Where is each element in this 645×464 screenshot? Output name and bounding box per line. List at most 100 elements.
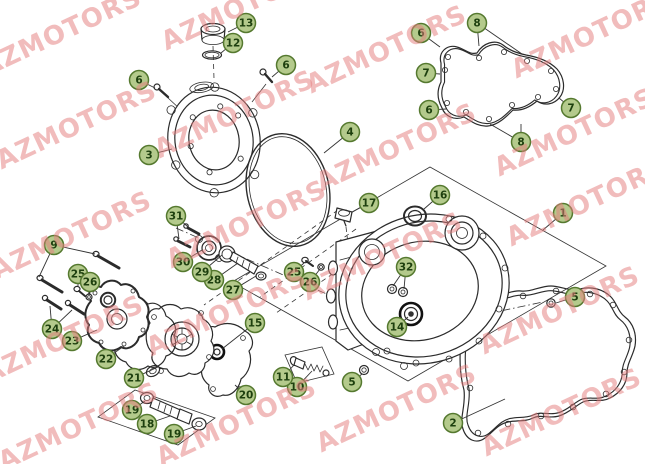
callout-number: 1 <box>559 208 566 220</box>
callout-circle <box>299 271 321 293</box>
callout-circle <box>286 376 308 398</box>
pump-shaft-assembly <box>173 223 267 281</box>
callout-leader-lines <box>38 26 567 432</box>
callout-number: 23 <box>65 336 80 348</box>
callout-circle <box>172 251 194 273</box>
callout-circle <box>191 261 213 283</box>
callout-number: 11 <box>276 372 291 384</box>
callout-number: 19 <box>167 429 182 441</box>
leader-line <box>461 398 506 420</box>
callout-number: 26 <box>83 277 98 289</box>
callout-circle <box>136 413 158 435</box>
cover-bolt-tabs <box>166 82 260 198</box>
callout-20: 20 <box>235 384 257 406</box>
callout-25: 25 <box>283 261 305 283</box>
callout-8: 8 <box>466 12 488 34</box>
callout-number: 26 <box>303 277 318 289</box>
watermark-text: AZMOTORS <box>0 75 162 176</box>
callout-7: 7 <box>560 97 582 119</box>
callout-29: 29 <box>191 261 213 283</box>
callout-circle <box>272 366 294 388</box>
leader-line <box>221 262 239 275</box>
leader-line <box>558 97 564 103</box>
callout-number: 3 <box>145 150 152 162</box>
callout-number: 19 <box>125 405 140 417</box>
callout-6: 6 <box>410 22 432 44</box>
callout-circle <box>235 12 257 34</box>
group-box-cover-assembly <box>231 166 607 382</box>
callout-6: 6 <box>128 69 150 91</box>
callout-circle <box>418 99 440 121</box>
watermark-text: AZMOTORS <box>312 97 482 198</box>
callout-circle <box>510 131 532 153</box>
callout-31: 31 <box>165 205 187 227</box>
callout-27: 27 <box>222 279 244 301</box>
callout-9: 9 <box>43 234 65 256</box>
callout-number: 21 <box>127 373 142 385</box>
callout-7: 7 <box>415 62 437 84</box>
callout-number: 8 <box>473 18 480 30</box>
leader-line <box>392 274 402 287</box>
callout-circle <box>138 144 160 166</box>
pump-studs-icon <box>41 294 86 316</box>
callout-number: 8 <box>517 137 524 149</box>
callout-5: 5 <box>341 371 363 393</box>
cap-o-ring-part <box>201 50 223 60</box>
pump-housing-part <box>145 303 215 378</box>
leader-line <box>142 366 159 375</box>
callout-1: 1 <box>552 202 574 224</box>
callout-circle <box>121 399 143 421</box>
callout-circle <box>79 271 101 293</box>
callout-circle <box>283 261 305 283</box>
callout-circle <box>395 256 417 278</box>
callout-circle <box>410 22 432 44</box>
cover-screws-part <box>386 283 409 298</box>
callout-17: 17 <box>358 192 380 214</box>
callout-2: 2 <box>442 412 464 434</box>
callout-13: 13 <box>235 12 257 34</box>
callout-circle <box>386 316 408 338</box>
callout-circle <box>41 318 63 340</box>
leader-line <box>227 26 238 33</box>
callout-circle <box>61 330 83 352</box>
callout-6: 6 <box>418 99 440 121</box>
callout-10: 10 <box>286 376 308 398</box>
callout-number: 6 <box>135 75 142 87</box>
leader-line <box>234 384 240 389</box>
callout-circle <box>552 202 574 224</box>
callout-number: 15 <box>248 318 263 330</box>
callout-circle <box>358 192 380 214</box>
callout-number: 6 <box>417 28 424 40</box>
clutch-cover-part <box>325 213 510 370</box>
callout-numbers: 1234556666778891011121314151617181919202… <box>41 12 586 445</box>
leader-line <box>208 254 223 267</box>
leader-line <box>303 370 313 381</box>
callout-number: 7 <box>422 68 429 80</box>
group-box-plug <box>284 346 335 384</box>
callout-circle <box>128 69 150 91</box>
callout-number: 6 <box>425 105 432 117</box>
callout-12: 12 <box>222 32 244 54</box>
round-cover-part <box>166 81 261 198</box>
plug-spring-kit-part <box>289 356 330 377</box>
leader-line <box>182 425 197 432</box>
callout-6: 6 <box>275 54 297 76</box>
callout-19: 19 <box>121 399 143 421</box>
callout-16: 16 <box>429 184 451 206</box>
watermark-text: AZMOTORS <box>507 0 645 85</box>
callout-circle <box>275 54 297 76</box>
callout-circle <box>163 423 185 445</box>
callout-26: 26 <box>299 271 321 293</box>
callout-26: 26 <box>79 271 101 293</box>
callout-number: 24 <box>45 324 60 336</box>
leader-line <box>38 253 51 278</box>
callout-number: 2 <box>449 418 456 430</box>
oil-filler-cap-part <box>200 22 226 46</box>
leader-line <box>477 32 480 47</box>
callout-number: 32 <box>399 262 414 274</box>
leader-line <box>147 83 156 89</box>
leader-line <box>323 137 343 154</box>
callout-number: 16 <box>433 190 448 202</box>
leader-line <box>58 309 73 323</box>
callout-circle <box>165 205 187 227</box>
